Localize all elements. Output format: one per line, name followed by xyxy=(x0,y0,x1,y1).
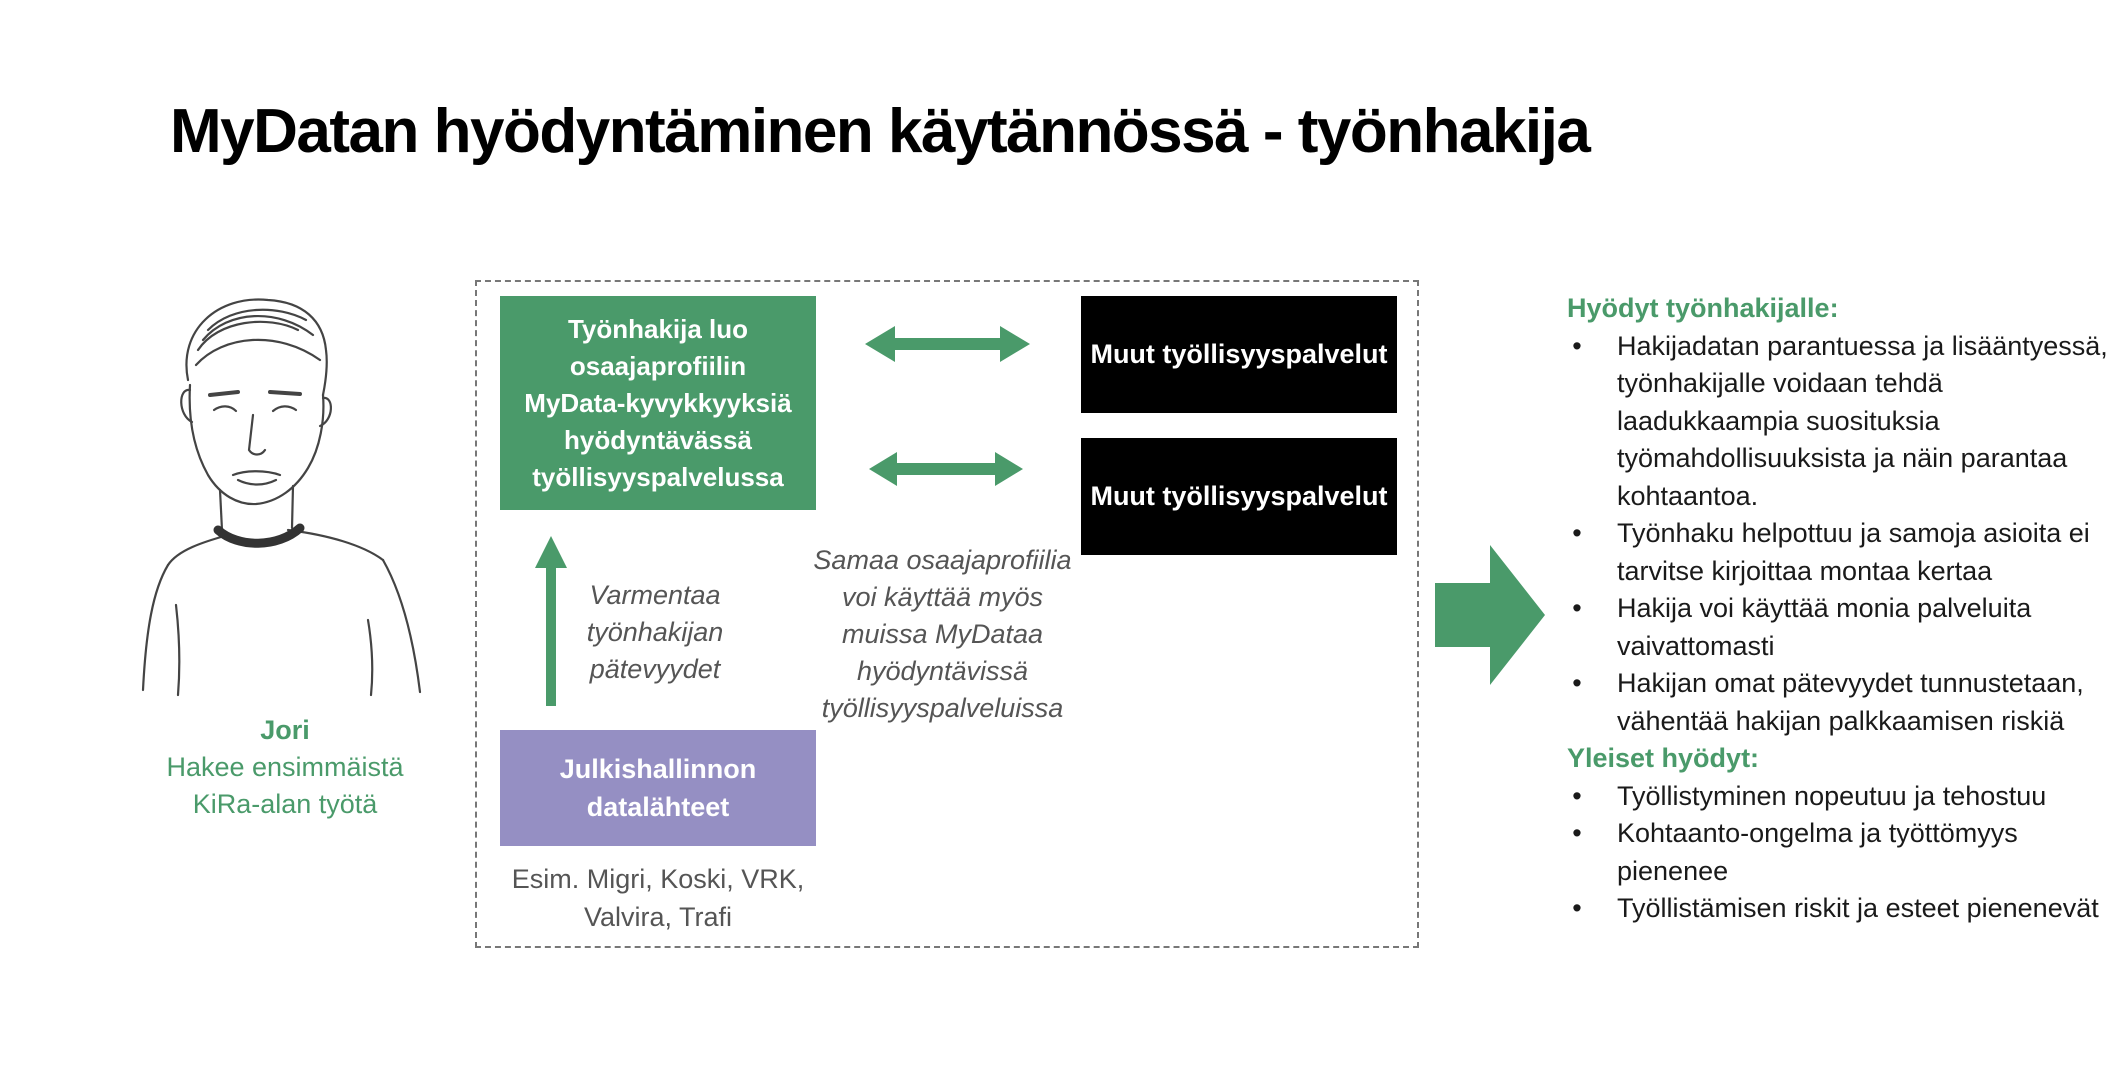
list-item: • Hakija voi käyttää monia palveluita vai… xyxy=(1567,590,2122,665)
share-line: muissa MyDataa xyxy=(841,619,1044,649)
service-box: Muut työllisyyspalvelut xyxy=(1081,296,1397,413)
service-box: Muut työllisyyspalvelut xyxy=(1081,438,1397,555)
list-item: • Työnhaku helpottuu ja samoja asioita ei… xyxy=(1567,515,2122,590)
list-item: • Hakijan omat pätevyydet tunnustetaan, v… xyxy=(1567,665,2122,740)
dashed-frame xyxy=(475,280,1419,948)
list-item: • Kohtaanto-ongelma ja työttömyys pienene… xyxy=(1567,815,2122,890)
person-desc-line: KiRa-alan työtä xyxy=(192,789,378,819)
double-arrow-icon xyxy=(869,452,1023,486)
arrow-up-icon xyxy=(535,536,567,706)
arrow-right-icon xyxy=(1435,545,1545,685)
share-line: työllisyyspalveluissa xyxy=(821,693,1064,723)
profile-box-line: hyödyntävässä xyxy=(564,424,752,455)
source-examples-line: Valvira, Trafi xyxy=(583,902,733,932)
list-item-text: Työnhaku helpottuu ja samoja asioita ei … xyxy=(1617,518,2090,586)
person-caption: Jori Hakee ensimmäistä KiRa-alan työtä xyxy=(120,712,450,823)
list-item-text: Työllistämisen riskit ja esteet pienenev… xyxy=(1617,893,2099,923)
bullet: • xyxy=(1572,330,1582,361)
source-examples-line: Esim. Migri, Koski, VRK, xyxy=(511,864,805,894)
share-caption: Samaa osaajaprofiilia voi käyttää myös m… xyxy=(805,542,1080,727)
profile-box: Työnhakija luo osaajaprofiilin MyData-ky… xyxy=(500,296,816,510)
person-sketch-icon xyxy=(141,298,422,697)
bullet: • xyxy=(1572,780,1582,811)
share-line: Samaa osaajaprofiilia xyxy=(813,545,1072,575)
bullet: • xyxy=(1572,593,1582,623)
verify-caption: Varmentaa työnhakijan pätevyydet xyxy=(570,577,740,688)
bullet: • xyxy=(1572,818,1582,848)
verify-line: pätevyydet xyxy=(589,654,721,684)
share-line: voi käyttää myös xyxy=(841,582,1044,612)
source-box-line: Julkishallinnon xyxy=(559,754,757,784)
general-benefits-heading: Yleiset hyödyt: xyxy=(1567,743,1760,773)
bullet: • xyxy=(1572,893,1582,923)
seeker-benefits-list: • Hakijadatan parantuessa ja lisääntyessä… xyxy=(1567,328,2122,741)
list-item: • Työllistämisen riskit ja esteet pienene… xyxy=(1567,890,2122,928)
person-desc-line: Hakee ensimmäistä xyxy=(166,752,404,782)
verify-line: Varmentaa xyxy=(589,580,721,610)
list-item: • Työllistyminen nopeutuu ja tehostuu xyxy=(1567,778,2122,816)
list-item-text: Hakijadatan parantuessa ja lisääntyessä,… xyxy=(1617,330,2108,511)
source-box-line: datalähteet xyxy=(586,792,730,822)
list-item-text: Hakija voi käyttää monia palveluita vaiv… xyxy=(1617,593,2032,661)
double-arrow-icon xyxy=(865,326,1030,362)
share-line: hyödyntävissä xyxy=(856,656,1029,686)
list-item-text: Kohtaanto-ongelma ja työttömyys pienenee xyxy=(1617,818,2018,886)
verify-line: työnhakijan xyxy=(586,617,724,647)
seeker-benefits-heading: Hyödyt työnhakijalle: xyxy=(1567,293,1839,323)
list-item: • Hakijadatan parantuessa ja lisääntyessä… xyxy=(1567,328,2122,516)
profile-box-line: Työnhakija luo xyxy=(567,313,749,344)
list-item-text: Työllistyminen nopeutuu ja tehostuu xyxy=(1617,780,2047,811)
general-benefits-list: • Työllistyminen nopeutuu ja tehostuu • Ko… xyxy=(1567,778,2122,928)
profile-box-line: MyData-kyvykkyyksiä xyxy=(524,387,792,418)
person-name: Jori xyxy=(260,715,310,745)
bullet: • xyxy=(1572,518,1582,548)
benefits-panel: Hyödyt työnhakijalle: • Hakijadatan paran… xyxy=(1567,290,2122,928)
page-title: MyDatan hyödyntäminen käytännössä - työn… xyxy=(170,97,1591,166)
profile-box-line: osaajaprofiilin xyxy=(569,350,747,381)
bullet: • xyxy=(1572,668,1582,698)
source-box: Julkishallinnon datalähteet xyxy=(500,730,816,846)
list-item-text: Hakijan omat pätevyydet tunnustetaan, vä… xyxy=(1617,668,2084,736)
source-examples: Esim. Migri, Koski, VRK, Valvira, Trafi xyxy=(500,860,816,936)
profile-box-line: työllisyyspalvelussa xyxy=(532,461,784,492)
